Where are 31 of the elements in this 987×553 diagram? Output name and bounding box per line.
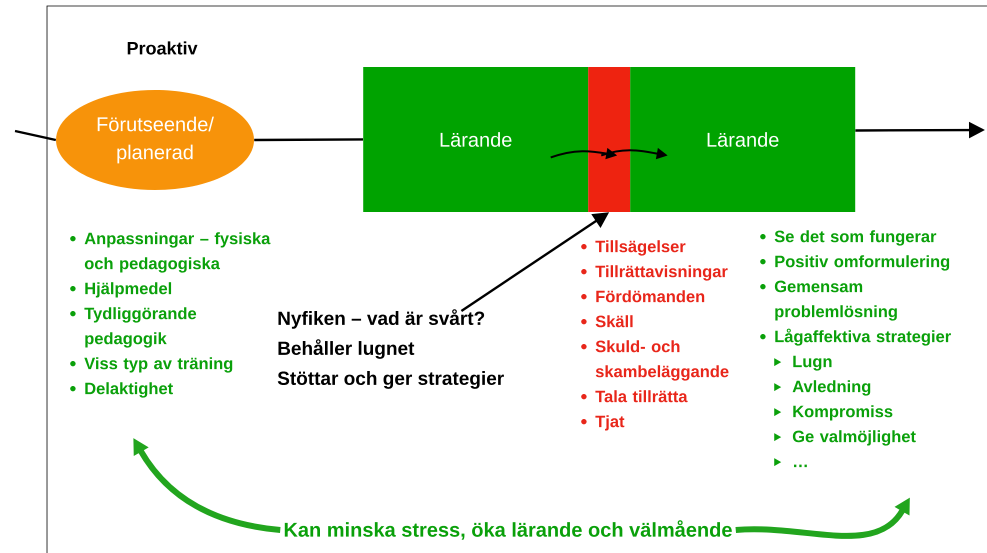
node-label: Skäll xyxy=(596,315,633,328)
interruption-band xyxy=(588,66,630,212)
node-label: Hjälpmedel xyxy=(85,282,172,298)
strategy-text: Nyfiken – vad är svårt? Behåller lugnet Stöttar och ger strategier xyxy=(278,309,504,389)
node-label: Ge valmöjlighet xyxy=(792,430,916,446)
bullet-list: Tillsägelser Tillrättavisningar Fördömanden Skäll Skuld- och skambeläggande Tala tillrätta Tjat xyxy=(581,240,729,431)
node-label: Tillsägelser xyxy=(595,240,686,256)
node-label: Avledning xyxy=(792,380,870,396)
summary-text: Kan minska stress, öka lärande och välmående xyxy=(284,520,732,540)
node-label: Se det som fungerar xyxy=(774,230,936,246)
heading: Proaktiv xyxy=(128,41,198,55)
node-label: Kompromiss xyxy=(793,405,892,421)
node-label: Tala tillrätta xyxy=(595,390,688,402)
node-label: Lågaffektiva strategier xyxy=(775,328,951,346)
node-label: Tydliggörande pedagogik xyxy=(84,307,196,348)
oval-node: Förutseende/ planerad xyxy=(56,90,254,190)
bullet-list: Anpassningar – fysiska och pedagogiska Hjälpmedel Tydliggörande pedagogik Viss typ av träning Delaktighet xyxy=(70,232,270,398)
learning-box: Lärande xyxy=(363,66,588,212)
node-label: … xyxy=(794,464,807,468)
node-label: Skuld- och skambeläggande xyxy=(596,340,729,381)
node-label: Tillrättavisningar xyxy=(595,265,728,281)
node-label: Positiv omformulering xyxy=(775,255,950,271)
learning-box: Lärande xyxy=(630,66,856,212)
node-label: Anpassningar – fysiska och pedagogiska xyxy=(84,232,270,273)
bullet-list: Se det som fungerar Positiv omformulering Gemensam problemlösning Lågaffektiva strategier Lugn Avledning Kompromiss Ge valmöjlighet … xyxy=(760,230,951,468)
node-label: Tjat xyxy=(595,415,624,431)
node-label: Lugn xyxy=(793,356,832,371)
node-label: Fördömanden xyxy=(596,290,704,302)
node-label: Gemensam problemlösning xyxy=(774,280,897,321)
node-label: Delaktighet xyxy=(85,382,173,398)
node-label: Viss typ av träning xyxy=(84,357,232,373)
